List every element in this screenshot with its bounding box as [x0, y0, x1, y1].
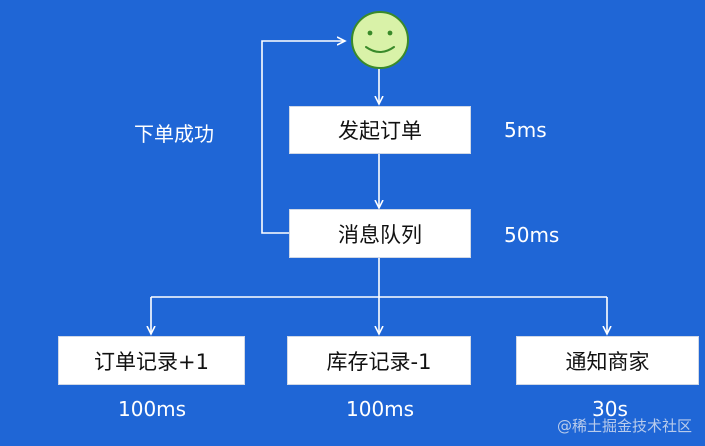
watermark: @稀土掘金技术社区 — [557, 417, 693, 435]
node-stock-record: 库存记录-1 — [287, 336, 471, 385]
node-notify-merchant: 通知商家 — [516, 336, 699, 385]
node-start-order: 发起订单 — [289, 106, 471, 154]
label-time-queue: 50ms — [504, 223, 560, 247]
smiley-face-icon — [351, 11, 409, 69]
node-order-record: 订单记录+1 — [58, 336, 245, 385]
label-time-order-record: 100ms — [118, 397, 187, 421]
label-time-start: 5ms — [504, 118, 547, 142]
label-order-success: 下单成功 — [134, 122, 214, 146]
label-time-stock-record: 100ms — [346, 397, 415, 421]
label-time-notify-merchant: 30s — [592, 397, 628, 421]
arrow-queue-to-smiley — [261, 41, 345, 234]
node-message-queue: 消息队列 — [289, 209, 471, 258]
